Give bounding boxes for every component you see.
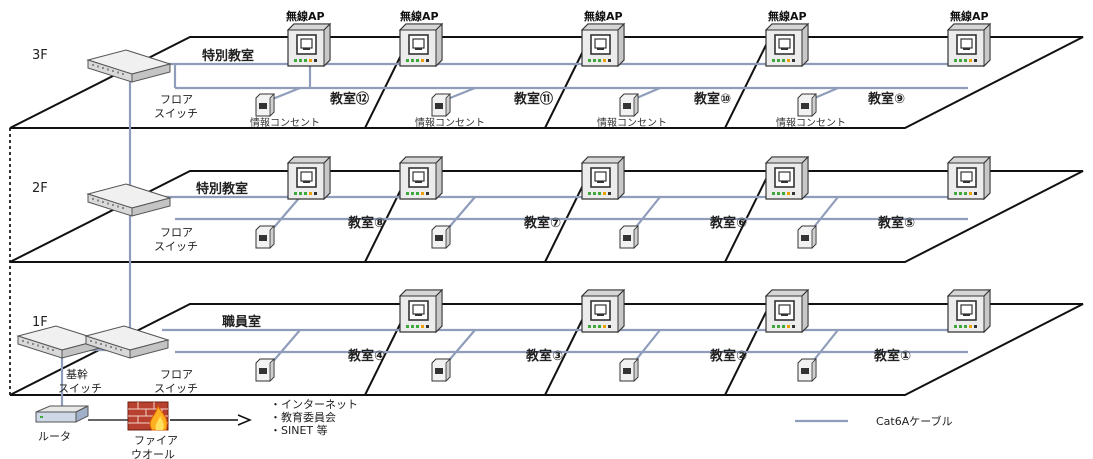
outlet-label: 情報コンセント (415, 116, 485, 129)
special-room-3f: 特別教室 (202, 48, 254, 64)
floor-label-3f: 3F (32, 48, 48, 63)
ap-2f-2 (399, 156, 443, 200)
classroom-label: 教室③ (525, 348, 563, 364)
classroom-label: 教室⑧ (347, 215, 385, 231)
ap-label: 無線AP (950, 9, 989, 23)
ap-1f-3 (765, 289, 809, 333)
floor-label-1f: 1F (32, 315, 48, 330)
outlet-2f-2 (431, 225, 451, 249)
ap-3f-3 (581, 23, 625, 67)
ap-2f-5 (947, 156, 991, 200)
classroom-label: 教室⑤ (877, 215, 915, 231)
ap-label: 無線AP (400, 9, 439, 23)
ap-3f-1 (287, 23, 331, 67)
classroom-label: 教室② (709, 348, 747, 364)
floor-switch-label: スイッチ (154, 107, 198, 120)
outlet-2f-1 (255, 225, 275, 249)
outlet-label: 情報コンセント (776, 116, 846, 129)
outlet-1f-2 (431, 358, 451, 382)
ap-2f-3 (581, 156, 625, 200)
firewall-icon (127, 401, 169, 431)
classroom-label: 教室⑪ (513, 91, 553, 107)
special-room-2f: 特別教室 (196, 181, 248, 197)
outlet-1f-4 (797, 358, 817, 382)
classroom-label: 教室① (873, 348, 911, 364)
classroom-label: 教室⑩ (693, 91, 731, 107)
floor-switch-label: スイッチ (154, 382, 198, 395)
outlet-label: 情報コンセント (597, 116, 667, 129)
outlet-1f-3 (619, 358, 639, 382)
outlet-3f-3 (619, 93, 639, 117)
firewall-label: ウオール (131, 448, 175, 459)
legend-cable-label: Cat6Aケーブル (876, 414, 953, 428)
ap-3f-2 (399, 23, 443, 67)
ap-2f-4 (765, 156, 809, 200)
core-switch-label: スイッチ (58, 382, 102, 395)
ap-label: 無線AP (286, 9, 325, 23)
destination-board: ・教育委員会 (270, 410, 336, 424)
floor-switch-label: フロア (160, 368, 193, 381)
outlet-3f-2 (431, 93, 451, 117)
classroom-label: 教室⑥ (709, 215, 747, 231)
outlet-1f-1 (255, 358, 275, 382)
floor-switch-label: フロア (160, 93, 193, 106)
destination-internet: ・インターネット (270, 398, 358, 411)
router-icon (35, 405, 89, 423)
classroom-label: 教室⑨ (867, 91, 905, 107)
ap-1f-4 (947, 289, 991, 333)
core-switch-label: 基幹 (66, 367, 88, 381)
ap-1f-2 (581, 289, 625, 333)
classroom-label: 教室⑫ (329, 91, 369, 107)
outlet-3f-1 (255, 93, 275, 117)
ap-label: 無線AP (768, 9, 807, 23)
outlet-label: 情報コンセント (250, 116, 320, 129)
outlet-3f-4 (797, 93, 817, 117)
ap-3f-5 (947, 23, 991, 67)
destination-sinet: ・SINET 等 (270, 423, 328, 437)
classroom-label: 教室④ (347, 348, 385, 364)
ap-3f-4 (765, 23, 809, 67)
floor-label-2f: 2F (32, 181, 48, 196)
special-room-1f: 職員室 (222, 314, 261, 330)
classroom-label: 教室⑦ (523, 215, 561, 231)
ap-label: 無線AP (584, 9, 623, 23)
router-label: ルータ (38, 430, 71, 443)
outlet-2f-3 (619, 225, 639, 249)
firewall-label: ファイア (134, 434, 178, 447)
outlet-2f-4 (797, 225, 817, 249)
ap-2f-1 (287, 156, 331, 200)
floor-switch-label: フロア (160, 226, 193, 239)
floor-switch-label: スイッチ (154, 240, 198, 253)
ap-1f-1 (399, 289, 443, 333)
